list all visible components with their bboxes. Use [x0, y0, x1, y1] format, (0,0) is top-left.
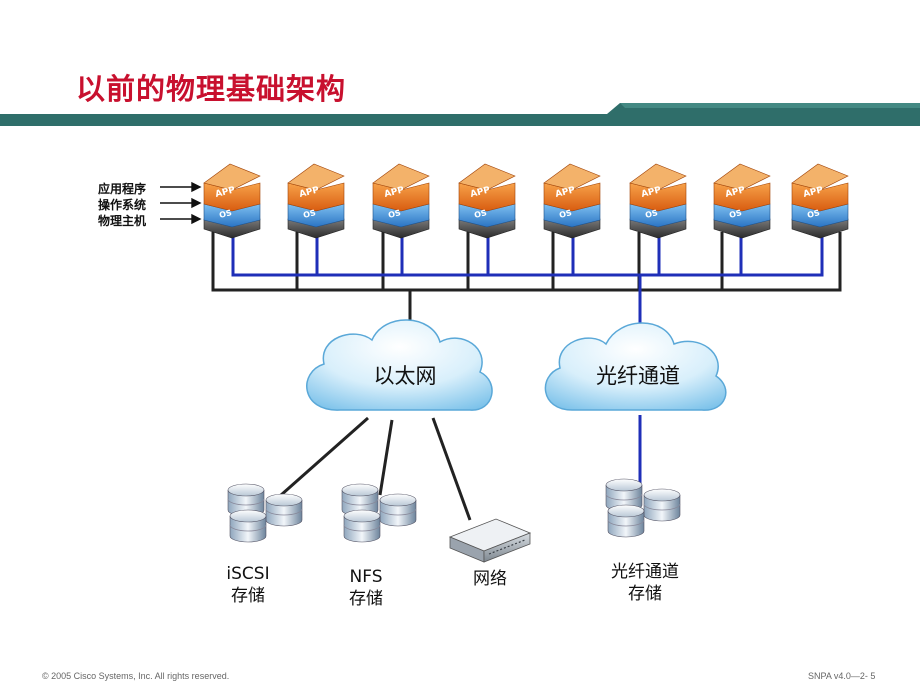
host-os-label: OS	[644, 208, 659, 220]
host-app-label: APP	[724, 185, 746, 200]
host-app-top	[287, 163, 345, 191]
host-app-top	[543, 163, 601, 191]
network-caption: 网络	[473, 569, 507, 589]
fibre-cloud-label: 光纤通道	[596, 364, 680, 388]
host-os-label: OS	[302, 208, 317, 220]
host-stack: APP OS	[629, 163, 687, 239]
ethernet-bus	[211, 232, 842, 330]
host-app-top	[458, 163, 516, 191]
fibre-cloud	[544, 322, 727, 411]
host-app-label: APP	[802, 185, 824, 200]
host-os-label: OS	[806, 208, 821, 220]
network-lines	[211, 232, 842, 521]
nfs-storage-caption: NFS 存储	[326, 566, 406, 610]
layer-label-application: 应用程序	[98, 182, 147, 196]
footer-copyright: © 2005 Cisco Systems, Inc. All rights re…	[42, 671, 230, 681]
fibre-caption-line2: 存储	[628, 584, 662, 604]
layer-label-physical-host: 物理主机	[98, 214, 147, 228]
fibre-storage-icon	[606, 479, 680, 537]
iscsi-caption-line1: iSCSI	[226, 564, 270, 584]
footer-course-id: SNPA v4.0—2- 5	[808, 671, 876, 681]
host-app-top	[713, 163, 771, 191]
fibre-storage-caption: 光纤通道 存储	[590, 561, 700, 605]
host-stack: APP OS	[372, 163, 430, 239]
ethernet-cloud	[306, 319, 493, 411]
host-os-label: OS	[473, 208, 488, 220]
host-stack: APP OS	[203, 163, 261, 239]
host-app-label: APP	[469, 185, 491, 200]
host-app-top	[372, 163, 430, 191]
nfs-caption-line2: 存储	[349, 589, 383, 609]
title-banner	[0, 103, 920, 126]
host-app-label: APP	[554, 185, 576, 200]
host-os-label: OS	[387, 208, 402, 220]
host-app-top	[629, 163, 687, 191]
ethernet-drops	[271, 416, 472, 521]
host-os-label: OS	[728, 208, 743, 220]
iscsi-caption-line2: 存储	[231, 586, 265, 606]
layer-arrows	[160, 181, 202, 225]
host-app-label: APP	[383, 185, 405, 200]
fibre-bus	[231, 232, 824, 490]
host-stacks: APP OS APP OS APP OS APP OS APP OS APP OS APP OS APP OS	[203, 163, 849, 239]
host-stack: APP OS	[791, 163, 849, 239]
host-os-label: OS	[558, 208, 573, 220]
iscsi-storage-caption: iSCSI 存储	[208, 563, 288, 607]
layer-label-os: 操作系统	[98, 198, 147, 212]
host-app-label: APP	[640, 185, 662, 200]
fibre-caption-line1: 光纤通道	[611, 562, 679, 582]
host-os-label: OS	[218, 208, 233, 220]
host-app-label: APP	[214, 185, 236, 200]
host-stack: APP OS	[458, 163, 516, 239]
nfs-caption-line1: NFS	[349, 567, 383, 587]
host-app-label: APP	[298, 185, 320, 200]
host-app-top	[203, 163, 261, 191]
slide-title: 以前的物理基础架构	[76, 72, 347, 106]
host-stack: APP OS	[543, 163, 601, 239]
ethernet-cloud-label: 以太网	[373, 364, 437, 388]
host-stack: APP OS	[713, 163, 771, 239]
host-stack: APP OS	[287, 163, 345, 239]
network-switch-icon	[448, 518, 532, 563]
iscsi-storage-icon	[228, 484, 302, 542]
host-app-top	[791, 163, 849, 191]
